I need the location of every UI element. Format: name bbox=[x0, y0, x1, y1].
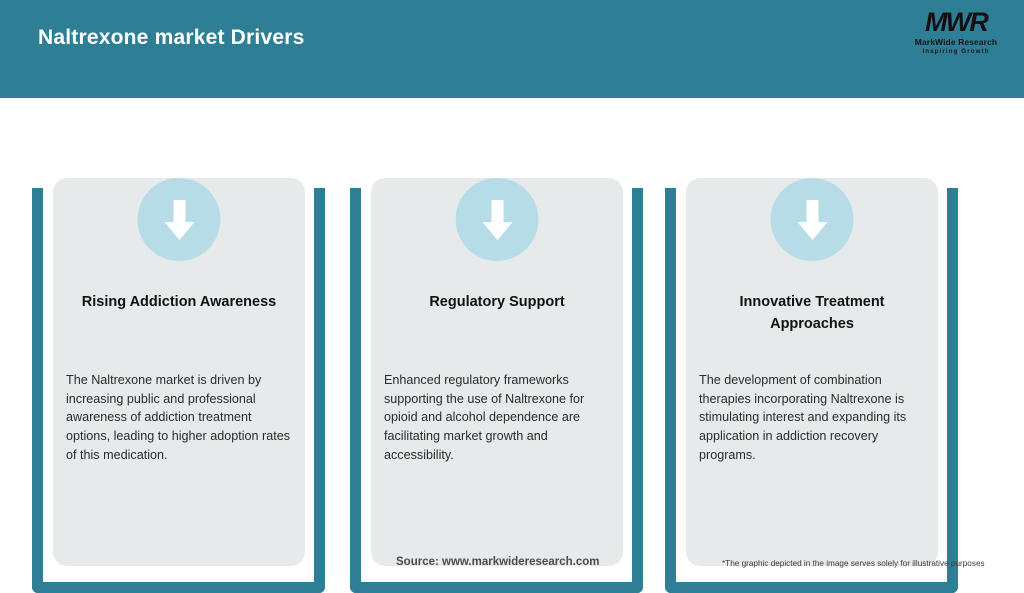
page-title: Naltrexone market Drivers bbox=[38, 26, 305, 49]
driver-card[interactable]: Rising Addiction Awareness The Naltrexon… bbox=[32, 143, 325, 593]
svg-text:MWR: MWR bbox=[925, 8, 989, 36]
card-body-text: The development of combination therapies… bbox=[699, 373, 907, 462]
logo-tagline: Inspiring Growth bbox=[922, 48, 990, 55]
page-header: Naltrexone market Drivers MWR MarkWide R… bbox=[0, 0, 1024, 98]
card-body-text: Enhanced regulatory frameworks supportin… bbox=[384, 373, 585, 462]
card-title: Regulatory Support bbox=[429, 294, 565, 310]
illustrative-disclaimer: *The graphic depicted in the image serve… bbox=[722, 559, 985, 568]
logo-company-name: MarkWide Research bbox=[914, 37, 998, 47]
card-title: Rising Addiction Awareness bbox=[81, 294, 277, 310]
card-body-text: The Naltrexone market is driven by incre… bbox=[66, 373, 291, 462]
card-panel: Rising Addiction Awareness The Naltrexon… bbox=[53, 178, 305, 566]
driver-card[interactable]: Innovative Treatment Approaches The deve… bbox=[665, 143, 958, 593]
arrow-down-icon bbox=[137, 178, 221, 261]
arrow-down-icon bbox=[455, 178, 539, 261]
arrow-down-icon bbox=[770, 178, 854, 261]
card-panel: Regulatory Support Enhanced regulatory f… bbox=[371, 178, 623, 566]
logo-mark-icon: MWR bbox=[925, 8, 991, 36]
arrow-down-glyph bbox=[797, 199, 827, 240]
arrow-down-glyph bbox=[482, 199, 512, 240]
source-label: Source: www.markwideresearch.com bbox=[396, 556, 600, 568]
brand-logo: MWR MarkWide Research Inspiring Growth bbox=[900, 8, 1012, 66]
drivers-card-row: Rising Addiction Awareness The Naltrexon… bbox=[0, 98, 1024, 593]
card-panel: Innovative Treatment Approaches The deve… bbox=[686, 178, 938, 566]
card-title: Innovative Treatment Approaches bbox=[739, 294, 885, 333]
arrow-down-glyph bbox=[164, 199, 194, 240]
driver-card[interactable]: Regulatory Support Enhanced regulatory f… bbox=[350, 143, 643, 593]
